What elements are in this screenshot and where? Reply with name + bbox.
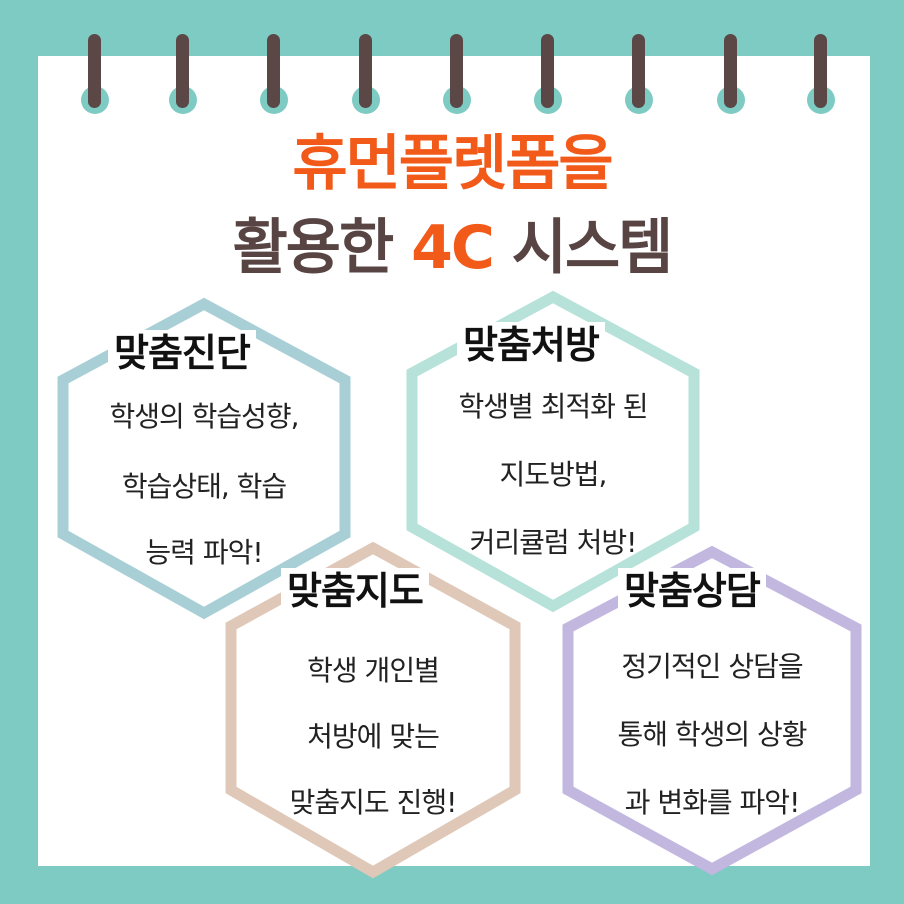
card-text-line: 정기적인 상담을 bbox=[621, 650, 803, 683]
hexagon-frame-guidance bbox=[225, 541, 521, 879]
binder-ring bbox=[81, 34, 109, 124]
hexagon-frame-prescription bbox=[406, 290, 700, 613]
card-text-line: 학생의 학습성향, bbox=[109, 400, 299, 433]
card-text-line: 학생별 최적화 된 bbox=[458, 390, 648, 423]
binder-ring bbox=[807, 34, 835, 124]
card-text-line: 지도방법, bbox=[499, 458, 608, 491]
title-line-1: 휴먼플렛폼을 bbox=[292, 129, 613, 199]
hexagon-frame-counseling bbox=[562, 545, 862, 876]
card-title: 맞춤지도 bbox=[281, 568, 429, 614]
card-text-line: 학생 개인별 bbox=[307, 654, 440, 687]
binder-ring bbox=[534, 34, 562, 124]
hexagon-frame-diagnosis bbox=[57, 297, 351, 620]
card-title: 맞춤상담 bbox=[618, 568, 766, 614]
card-text-line: 처방에 맞는 bbox=[307, 720, 440, 753]
binder-ring bbox=[443, 34, 471, 124]
binder-ring bbox=[260, 34, 288, 124]
title-line-2: 활용한 4C 시스템 bbox=[0, 212, 904, 284]
title-accent: 4C bbox=[411, 213, 495, 283]
card-text-line: 과 변화를 파악! bbox=[624, 786, 801, 819]
card-text-line: 능력 파악! bbox=[145, 536, 263, 569]
title-line-2-suffix: 시스템 bbox=[492, 213, 674, 283]
binder-ring bbox=[352, 34, 380, 124]
card-text-line: 통해 학생의 상황 bbox=[617, 718, 807, 751]
card-text-line: 커리큘럼 처방! bbox=[469, 526, 638, 559]
card-text-line: 학습상태, 학습 bbox=[121, 470, 287, 503]
card-title: 맞춤진단 bbox=[108, 330, 256, 376]
card-title: 맞춤처방 bbox=[457, 322, 605, 368]
binder-ring bbox=[169, 34, 197, 124]
title-line-2-prefix: 활용한 bbox=[232, 213, 412, 283]
binder-ring bbox=[717, 34, 745, 124]
card-text-line: 맞춤지도 진행! bbox=[289, 786, 458, 819]
binder-ring bbox=[625, 34, 653, 124]
notepad-paper bbox=[38, 56, 870, 866]
